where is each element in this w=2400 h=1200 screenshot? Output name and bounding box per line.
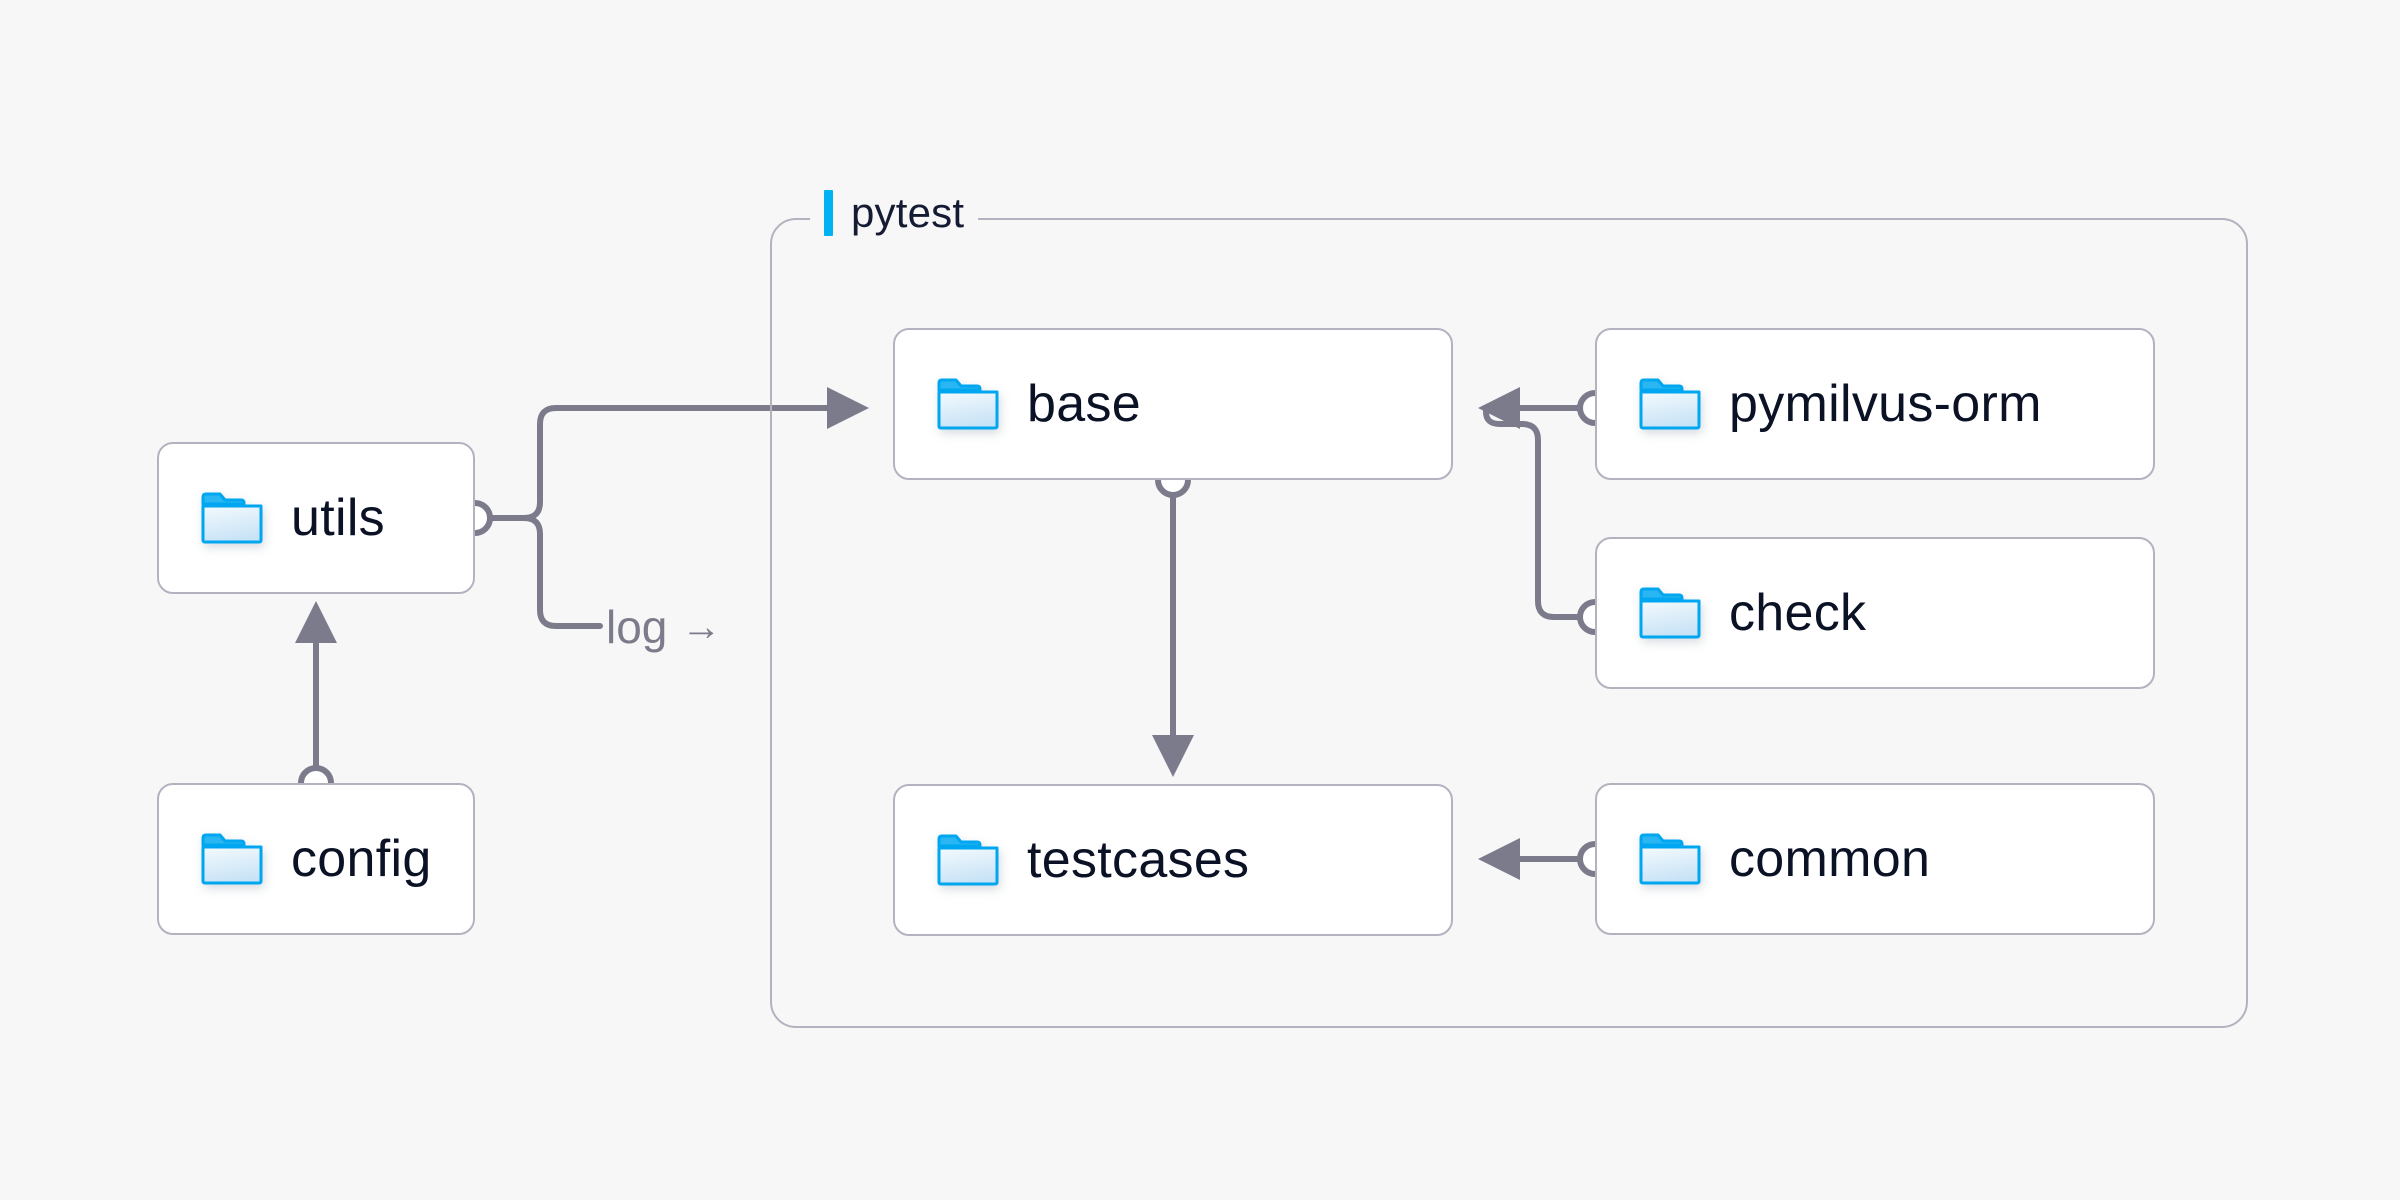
- group-container-pytest: [770, 218, 2248, 1028]
- group-title-pytest: pytest: [810, 182, 979, 244]
- edge-label-log: log →: [606, 600, 721, 654]
- node-label: config: [291, 830, 432, 888]
- folder-icon: [937, 378, 999, 430]
- node-label: common: [1729, 830, 1931, 888]
- edge-label-log-text: log: [606, 601, 668, 653]
- node-label: check: [1729, 584, 1867, 642]
- node-label: pymilvus-orm: [1729, 375, 2042, 433]
- node-base[interactable]: base: [893, 328, 1453, 480]
- node-common[interactable]: common: [1595, 783, 2155, 935]
- folder-icon: [201, 492, 263, 544]
- node-pymilvus-orm[interactable]: pymilvus-orm: [1595, 328, 2155, 480]
- node-utils[interactable]: utils: [157, 442, 475, 594]
- folder-icon: [1639, 833, 1701, 885]
- node-config[interactable]: config: [157, 783, 475, 935]
- edge-utils-to-log: [486, 515, 603, 629]
- folder-icon: [201, 833, 263, 885]
- node-label: testcases: [1027, 831, 1250, 889]
- arrow-right-icon: →: [681, 605, 722, 649]
- group-title-label: pytest: [851, 189, 965, 236]
- node-check[interactable]: check: [1595, 537, 2155, 689]
- edge-check-to-base: [1483, 405, 1585, 620]
- folder-icon: [1639, 587, 1701, 639]
- node-label: utils: [291, 489, 385, 547]
- node-label: base: [1027, 375, 1141, 433]
- node-testcases[interactable]: testcases: [893, 784, 1453, 936]
- folder-icon: [937, 834, 999, 886]
- group-accent-bar: [824, 190, 833, 236]
- folder-icon: [1639, 378, 1701, 430]
